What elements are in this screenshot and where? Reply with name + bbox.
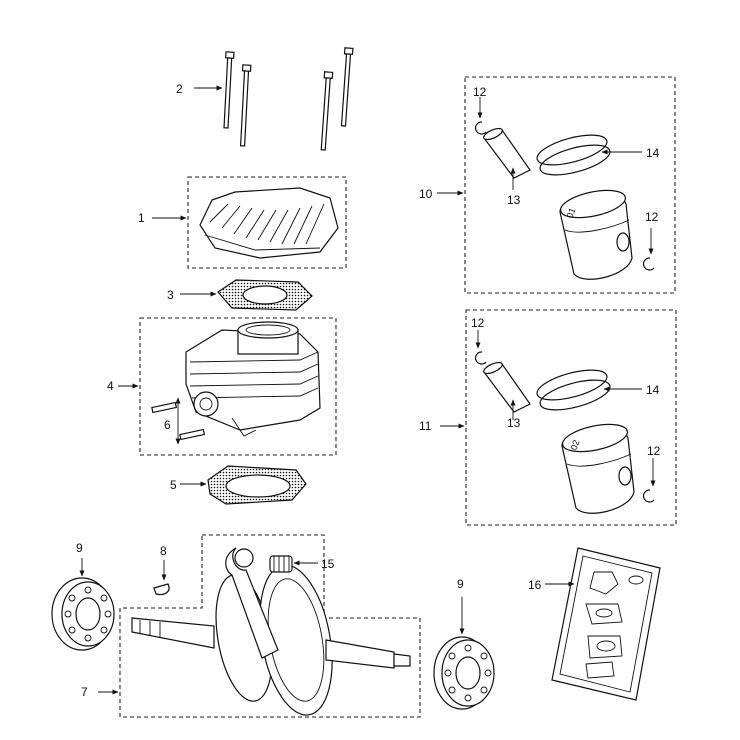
callout-3: 3 bbox=[167, 288, 174, 302]
base-gasket bbox=[207, 465, 307, 505]
cylinder-bolts bbox=[223, 47, 354, 151]
crank-bearing-right bbox=[433, 636, 495, 710]
callout-4: 4 bbox=[107, 379, 114, 393]
group-box-cylinder bbox=[139, 317, 337, 456]
callout-12-d: 12 bbox=[647, 444, 661, 458]
callout-10: 10 bbox=[419, 187, 433, 201]
circlip-1a bbox=[474, 121, 487, 135]
woodruff-key bbox=[153, 583, 170, 596]
callout-12-b: 12 bbox=[645, 210, 659, 224]
group-box-crankshaft bbox=[119, 534, 421, 718]
callout-14-b: 14 bbox=[646, 383, 660, 397]
group-box-piston-2 bbox=[465, 309, 677, 526]
circlip-2a bbox=[474, 351, 487, 365]
callout-1: 1 bbox=[138, 211, 145, 225]
group-box-head bbox=[187, 176, 347, 269]
callout-7: 7 bbox=[81, 685, 88, 699]
piston-rings-1 bbox=[536, 134, 611, 176]
small-end-bearing bbox=[269, 555, 293, 573]
callout-14-a: 14 bbox=[646, 146, 660, 160]
cylinder-head bbox=[199, 187, 339, 259]
gasket-kit bbox=[551, 547, 661, 701]
head-gasket bbox=[217, 279, 313, 311]
piston-pin-2 bbox=[483, 361, 531, 413]
callout-9-left: 9 bbox=[76, 541, 83, 555]
callout-12-c: 12 bbox=[471, 316, 485, 330]
callout-9-right: 9 bbox=[457, 577, 464, 591]
cylinder-studs bbox=[151, 401, 206, 441]
group-box-piston-1 bbox=[464, 76, 676, 294]
callout-6: 6 bbox=[164, 418, 171, 432]
callout-12-a: 12 bbox=[473, 85, 487, 99]
piston-pin-1 bbox=[483, 127, 531, 179]
circlip-2b bbox=[642, 489, 655, 503]
callout-2: 2 bbox=[176, 82, 183, 96]
callout-8: 8 bbox=[160, 544, 167, 558]
cylinder bbox=[185, 321, 321, 437]
callout-13-a: 13 bbox=[507, 193, 521, 207]
piston-rings-2 bbox=[536, 369, 611, 411]
callout-5: 5 bbox=[170, 478, 177, 492]
crank-bearing-left bbox=[51, 577, 115, 651]
circlip-1b bbox=[642, 257, 655, 271]
piston-1 bbox=[559, 189, 633, 280]
crankshaft bbox=[131, 547, 411, 716]
callout-15: 15 bbox=[321, 557, 335, 571]
callout-13-b: 13 bbox=[507, 416, 521, 430]
callout-16: 16 bbox=[528, 578, 542, 592]
piston-2 bbox=[561, 423, 635, 514]
callout-11: 11 bbox=[419, 419, 432, 433]
